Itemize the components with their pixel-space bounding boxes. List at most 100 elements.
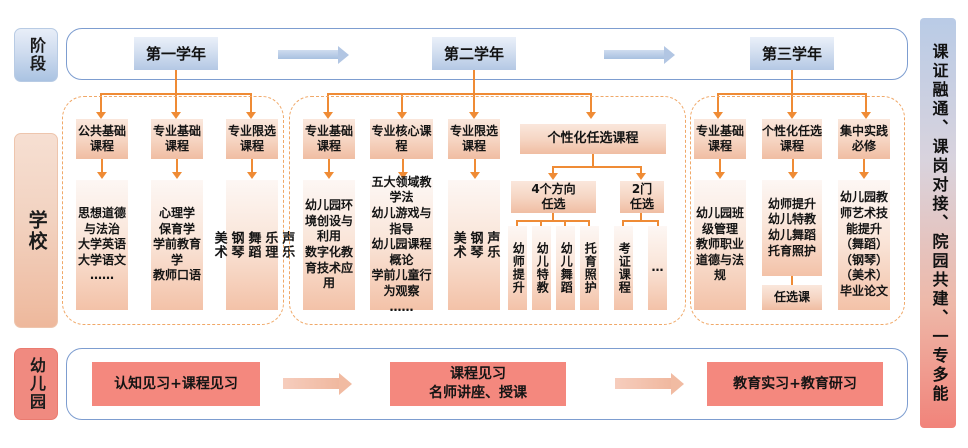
kg-arrow-1-to-2 [283, 378, 339, 389]
year2-col1-detail: 幼儿园环境创设与利用 数字化教育技术应用 [303, 180, 355, 310]
connector-y2-bus [327, 93, 592, 95]
connector-y2e-arrow-b [636, 173, 646, 180]
stage-arrow-2-to-3 [604, 50, 664, 59]
connector-y2-drop-2 [401, 93, 403, 113]
year2-col1-header[interactable]: 专业基础课程 [303, 119, 355, 159]
connector-y3c2-arrow [788, 172, 798, 179]
year3-container [690, 96, 905, 325]
kg-arrow-2-to-3 [615, 378, 671, 389]
kg-stage-1[interactable]: 认知见习+课程见习 [92, 362, 260, 406]
year3-col3-header[interactable]: 集中实践必修 [838, 119, 890, 159]
row-label-kindergarten-text: 幼儿园 [26, 357, 46, 411]
row-label-school: 学校 [14, 133, 58, 328]
year2-elective-group-a-header[interactable]: 4个方向 任选 [511, 181, 596, 213]
year2-elective-a-item-3: 幼儿舞蹈 [556, 226, 575, 310]
year1-col1-header-label: 公共基础课程 [77, 124, 126, 153]
connector-y2ga-drop-3 [564, 220, 566, 226]
connector-y1c2-link [176, 159, 178, 173]
year2-elective-a-item-2: 幼儿特教 [532, 226, 551, 310]
year2-col2-detail: 五大领域教学法 幼儿游戏与指导 幼儿园课程概论 学前儿童行为观察 …… [370, 174, 433, 314]
connector-y2gb-drop-1 [622, 220, 624, 226]
connector-y2ga-drop-4 [588, 220, 590, 226]
connector-y2gb-stem [640, 213, 642, 221]
year1-col2-header[interactable]: 专业基础课程 [151, 119, 203, 159]
year2-elective-a-item-4: 托育照护 [580, 226, 599, 310]
year-chip-3[interactable]: 第三学年 [750, 37, 834, 70]
connector-y2e-arrow-a [548, 173, 558, 180]
stage-arrow-1-to-2 [278, 50, 338, 59]
connector-y1-arrow-1 [96, 112, 106, 119]
kg-stage-3[interactable]: 教育实习+教育研习 [707, 362, 883, 406]
right-banner-text: 课证融通、课岗对接、院园共建、一专多能 [929, 42, 949, 404]
connector-y2-arrow-1 [323, 112, 333, 119]
year1-col2-detail: 心理学 保育学 学前教育学 教师口语 [151, 180, 203, 310]
year3-col1-detail: 幼儿园班级管理 教师职业道德与法规 [694, 180, 746, 310]
year1-col1-header[interactable]: 公共基础课程 [76, 119, 128, 159]
connector-y3c2-footer-link [791, 276, 793, 285]
year2-col3-header[interactable]: 专业限选课程 [448, 119, 500, 159]
connector-y2-drop-3 [473, 93, 475, 113]
year1-col2-header-label: 专业基础课程 [152, 124, 201, 153]
year3-col2-footer-label: 任选课 [773, 290, 810, 304]
year1-col3-detail: 声乐 乐理 舞蹈 钢琴 美术 [212, 180, 294, 310]
year3-col3-header-label: 集中实践必修 [839, 124, 888, 153]
connector-y3-drop-2 [791, 93, 793, 113]
kg-stage-2[interactable]: 课程见习 名师讲座、授课 [390, 362, 566, 406]
connector-y3c1-arrow [715, 172, 725, 179]
connector-y3-arrow-3 [861, 112, 871, 119]
year3-col2-footer[interactable]: 任选课 [762, 285, 822, 310]
connector-y3-stem [791, 70, 793, 94]
connector-y1-drop-3 [250, 93, 252, 113]
year2-col1-header-label: 专业基础课程 [304, 124, 353, 153]
connector-y1-arrow-3 [246, 112, 256, 119]
connector-y3c2-link [792, 159, 794, 173]
year3-col1-header[interactable]: 专业基础课程 [694, 119, 746, 159]
connector-y2ga-drop-1 [516, 220, 518, 226]
year2-elective-b-item-2: … [648, 226, 667, 310]
connector-y2gb-drop-2 [657, 220, 659, 226]
connector-y2-stem [473, 70, 475, 94]
year1-col1-detail: 思想道德与法治 大学英语 大学语文 …… [76, 180, 128, 310]
year2-col2-header[interactable]: 专业核心课程 [370, 119, 433, 159]
right-banner: 课证融通、课岗对接、院园共建、一专多能 [920, 18, 956, 428]
connector-y2ga-drop-2 [540, 220, 542, 226]
row-label-stage-text: 阶段 [26, 37, 46, 73]
year3-col2-detail: 幼师提升 幼儿特教 幼儿舞蹈 托育照护 [762, 180, 822, 276]
year3-col3-detail: 幼儿园教师艺术技能提升 （舞蹈） （钢琴） （美术） 毕业论文 [838, 180, 890, 310]
year2-elective-header[interactable]: 个性化任选课程 [520, 124, 666, 154]
connector-y2c2-link [402, 159, 404, 173]
year1-container [62, 96, 284, 325]
year3-col1-header-label: 专业基础课程 [695, 124, 744, 153]
year3-col2-header-label: 个性化任选课程 [762, 124, 823, 153]
connector-y3c1-link [719, 159, 721, 173]
year3-col2-header[interactable]: 个性化任选课程 [762, 119, 822, 159]
connector-y1-stem [175, 70, 177, 94]
year-chip-2-label: 第二学年 [443, 45, 504, 63]
connector-y2e-drop-a [552, 166, 554, 174]
year-chip-1[interactable]: 第一学年 [134, 37, 218, 70]
connector-y1c3-arrow [247, 172, 257, 179]
year2-elective-group-b-header[interactable]: 2门 任选 [620, 181, 664, 213]
connector-y2gb-bus [622, 220, 659, 222]
connector-y2ga-bus [516, 220, 589, 222]
connector-y1c3-link [251, 159, 253, 173]
year2-col2-header-label: 专业核心课程 [371, 124, 432, 153]
year2-elective-b-item-1: 考证课程 [614, 226, 633, 310]
connector-y3-arrow-1 [713, 112, 723, 119]
row-label-kindergarten: 幼儿园 [14, 348, 58, 420]
connector-y1-arrow-2 [171, 112, 181, 119]
year1-col3-header[interactable]: 专业限选课程 [226, 119, 278, 159]
year-chip-3-label: 第三学年 [761, 45, 822, 63]
connector-y1c2-arrow [172, 172, 182, 179]
year1-col3-header-label: 专业限选课程 [227, 124, 276, 153]
connector-y1c1-link [101, 159, 103, 173]
connector-y2-arrow-4 [586, 112, 596, 119]
connector-y2c2-arrow [398, 172, 408, 179]
year-chip-2[interactable]: 第二学年 [432, 37, 516, 70]
connector-y3c3-link [863, 159, 865, 173]
connector-y1-drop-1 [100, 93, 102, 113]
year-chip-1-label: 第一学年 [145, 45, 206, 63]
connector-y3-drop-1 [717, 93, 719, 113]
kg-stage-1-label: 认知见习+课程见习 [114, 375, 238, 392]
